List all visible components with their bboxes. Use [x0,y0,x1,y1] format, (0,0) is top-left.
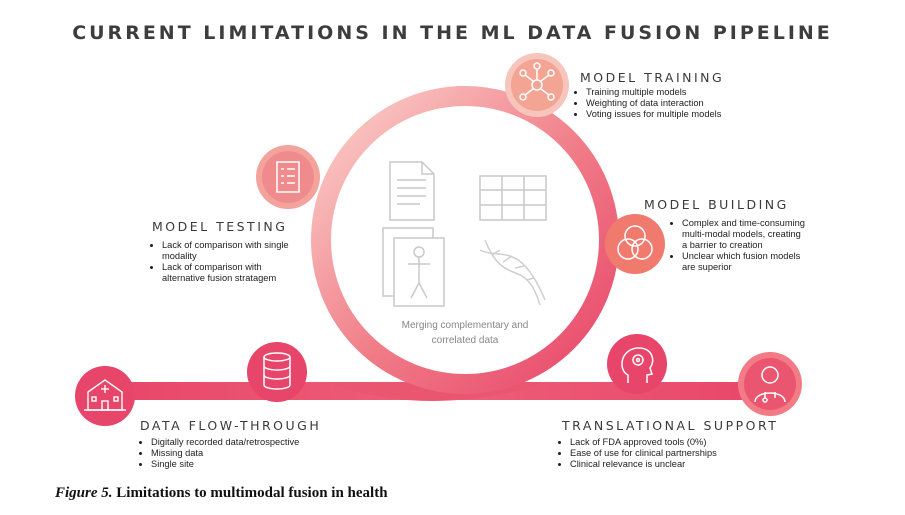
clinician-node [738,352,802,416]
figure-caption: Figure 5. Limitations to multimodal fusi… [55,485,388,502]
figure-caption-text: Limitations to multimodal fusion in heal… [112,485,388,501]
model-building-bullets: Complex and time-consuming multi-modal m… [670,218,808,273]
list-item: Ease of use for clinical partnerships [570,448,800,459]
list-item: Digitally recorded data/retrospective [151,437,371,448]
list-item: Unclear which fusion models are superior [682,251,808,273]
list-item: Single site [151,459,371,470]
data-flow-node [247,342,307,402]
figure-label: Figure 5. [55,485,113,501]
model-building-node [605,214,665,274]
brain-head-icon [621,347,654,383]
model-testing-node [256,145,320,209]
checklist-icon [276,161,300,193]
dna-icon [479,239,546,306]
table-grid-icon [479,175,547,221]
doctor-icon [754,366,786,403]
page-title: CURRENT LIMITATIONS IN THE ML DATA FUSIO… [72,22,833,44]
document-icon [389,161,435,221]
venn-diagram-icon [617,225,653,260]
database-icon [263,352,291,390]
data-flow-title: DATA FLOW-THROUGH [140,418,322,433]
list-item: Weighting of data interaction [586,98,776,109]
list-item: Lack of FDA approved tools (0%) [570,437,800,448]
model-training-title: MODEL TRAINING [580,70,725,85]
network-icon [519,62,555,101]
data-flow-bullets: Digitally recorded data/retrospective Mi… [139,437,371,470]
translational-title: TRANSLATIONAL SUPPORT [562,418,779,433]
model-training-bullets: Training multiple models Weighting of da… [574,87,776,120]
model-building-title: MODEL BUILDING [644,197,789,212]
translational-bullets: Lack of FDA approved tools (0%) Ease of … [558,437,800,470]
model-testing-bullets: Lack of comparison with single modality … [150,240,307,284]
translational-node [607,334,667,394]
list-item: Clinical relevance is unclear [570,459,800,470]
hospital-node [75,366,135,426]
hospital-icon [84,379,126,411]
model-training-node [505,53,569,117]
list-item: Voting issues for multiple models [586,109,776,120]
model-testing-title: MODEL TESTING [152,219,288,234]
xray-icon [382,227,445,307]
list-item: Lack of comparison with single modality [162,240,307,262]
list-item: Complex and time-consuming multi-modal m… [682,218,808,251]
list-item: Lack of comparison with alternative fusi… [162,262,307,284]
list-item: Training multiple models [586,87,776,98]
center-caption: Merging complementary and correlated dat… [401,320,529,346]
list-item: Missing data [151,448,371,459]
